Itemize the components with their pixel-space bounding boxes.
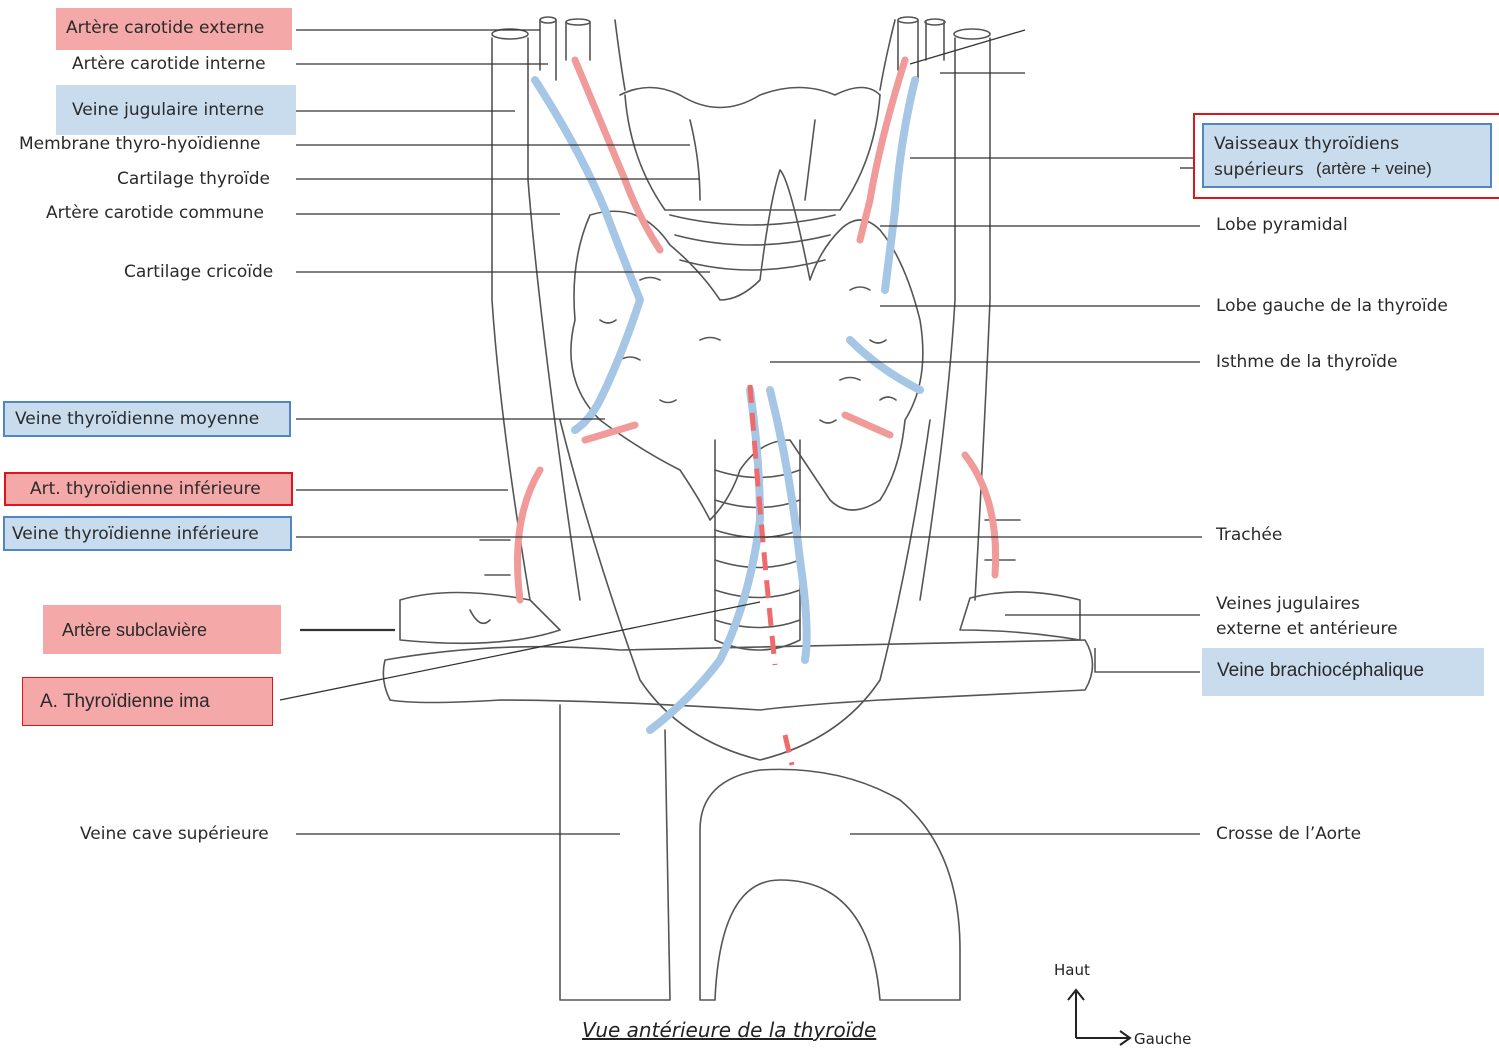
label-isthme: Isthme de la thyroïde (1216, 352, 1397, 372)
label-carotide-interne: Artère carotide interne (72, 54, 266, 74)
label-membrane-thyro-hyoidienne: Membrane thyro-hyoïdienne (19, 134, 260, 154)
label-carotide-externe: Artère carotide externe (66, 18, 264, 38)
label-vaisseaux-line2: supérieurs (1214, 160, 1304, 180)
compass-right-label: Gauche (1134, 1030, 1191, 1048)
label-carotide-commune: Artère carotide commune (46, 203, 264, 223)
label-artere-subclaviere: Artère subclavière (62, 620, 207, 640)
label-veines-jugulaires-line1: Veines jugulaires (1216, 594, 1360, 614)
label-veine-thyro-inferieure: Veine thyroïdienne inférieure (12, 524, 259, 544)
diagram-caption: Vue antérieure de la thyroïde (582, 1018, 876, 1042)
label-trachee: Trachée (1216, 525, 1282, 545)
compass-arrows (1068, 990, 1130, 1045)
label-veines-jugulaires-line2: externe et antérieure (1216, 619, 1398, 639)
label-jugulaire-interne: Veine jugulaire interne (72, 100, 264, 120)
compass-up-label: Haut (1054, 961, 1090, 979)
label-cartilage-thyroide: Cartilage thyroïde (117, 169, 270, 189)
label-lobe-gauche: Lobe gauche de la thyroïde (1216, 296, 1448, 316)
label-veine-thyro-moyenne: Veine thyroïdienne moyenne (15, 409, 259, 429)
label-cartilage-cricoide: Cartilage cricoïde (124, 262, 273, 282)
label-crosse-aorte: Crosse de l’Aorte (1216, 824, 1361, 844)
label-vaisseaux-line1: Vaisseaux thyroïdiens (1214, 134, 1399, 154)
label-thyroidienne-ima: A. Thyroïdienne ima (40, 692, 210, 712)
label-veine-cave: Veine cave supérieure (80, 824, 269, 844)
label-lobe-pyramidal: Lobe pyramidal (1216, 215, 1348, 235)
label-veine-brachio: Veine brachiocéphalique (1217, 661, 1424, 681)
label-art-thyro-inferieure: Art. thyroïdienne inférieure (30, 479, 261, 499)
label-vaisseaux-note: (artère + veine) (1316, 159, 1432, 179)
